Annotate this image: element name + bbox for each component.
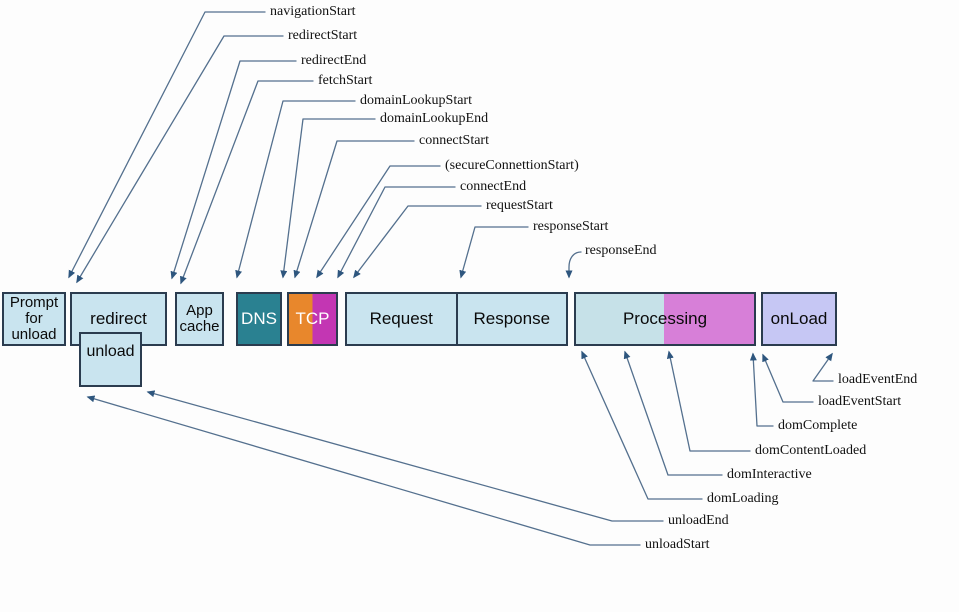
box-request-label: Request [369,309,433,328]
box-dns-label: DNS [241,309,277,329]
box-unload: unload [79,332,142,387]
callout-domLoading: domLoading [707,491,779,506]
callout-line-domainLookupEnd [280,118,376,279]
callout-responseEnd: responseEnd [585,243,657,258]
callout-domInteractive: domInteractive [727,467,812,482]
callout-requestStart: requestStart [486,198,553,213]
callout-redirectStart: redirectStart [288,28,358,43]
box-response: Response [455,294,566,344]
callout-line-redirectEnd [170,60,297,280]
callout-line-navigationStart [68,11,266,279]
callout-loadEventStart: loadEventStart [818,394,902,409]
callout-domComplete: domComplete [778,418,858,433]
callout-line-domainLookupStart [235,100,356,279]
box-processing: Processing [574,292,756,346]
box-prompt-for-unload: Prompt for unload [2,292,66,346]
callout-domainLookupEnd: domainLookupEnd [380,111,489,126]
box-tcp: TCP [287,292,338,346]
callout-loadEventEnd: loadEventEnd [838,372,918,387]
callout-navigationStart: navigationStart [270,4,356,19]
callout-line-unloadEnd [146,390,664,522]
box-onload: onLoad [761,292,837,346]
box-unload-label: unload [86,343,135,360]
callout-line-fetchStart [180,80,314,285]
callout-unloadEnd: unloadEnd [668,513,729,528]
callout-line-loadEventStart [762,353,814,403]
callout-line-domContentLoaded [666,350,751,452]
box-tcp-label: TCP [295,309,330,329]
callout-line-responseEnd [565,251,582,279]
box-request: Request [347,294,456,344]
callout-domainLookupStart: domainLookupStart [360,93,472,108]
callout-line-domInteractive [623,350,723,476]
callout-line-loadEventEnd [812,352,834,382]
callout-connectStart: connectStart [419,133,489,148]
box-redirect-label: redirect [90,309,147,329]
callout-line-secureConnettionStart [316,165,441,279]
callout-secureConnettionStart: (secureConnettionStart) [445,158,579,173]
callout-responseStart: responseStart [533,219,609,234]
box-dns: DNS [236,292,282,346]
callout-redirectEnd: redirectEnd [301,53,367,68]
callout-connectEnd: connectEnd [460,179,527,194]
box-app-cache-label: App cache [179,302,220,335]
callout-domContentLoaded: domContentLoaded [755,443,867,458]
box-prompt-for-unload-label: Prompt for unload [9,294,59,343]
callout-line-unloadStart [86,395,641,546]
callout-line-domComplete [749,352,774,427]
callout-line-domLoading [581,350,703,500]
box-processing-label: Processing [622,309,708,329]
callout-unloadStart: unloadStart [645,537,710,552]
box-request-response: Request Response [345,292,568,346]
box-response-label: Response [473,309,551,328]
callout-line-requestStart [353,205,482,279]
callout-line-connectEnd [337,186,456,279]
box-app-cache: App cache [175,292,224,346]
box-onload-label: onLoad [770,309,828,329]
callout-fetchStart: fetchStart [318,73,373,88]
callout-line-responseStart [459,226,529,279]
callout-line-connectStart [293,140,415,279]
callout-line-redirectStart [76,35,284,284]
